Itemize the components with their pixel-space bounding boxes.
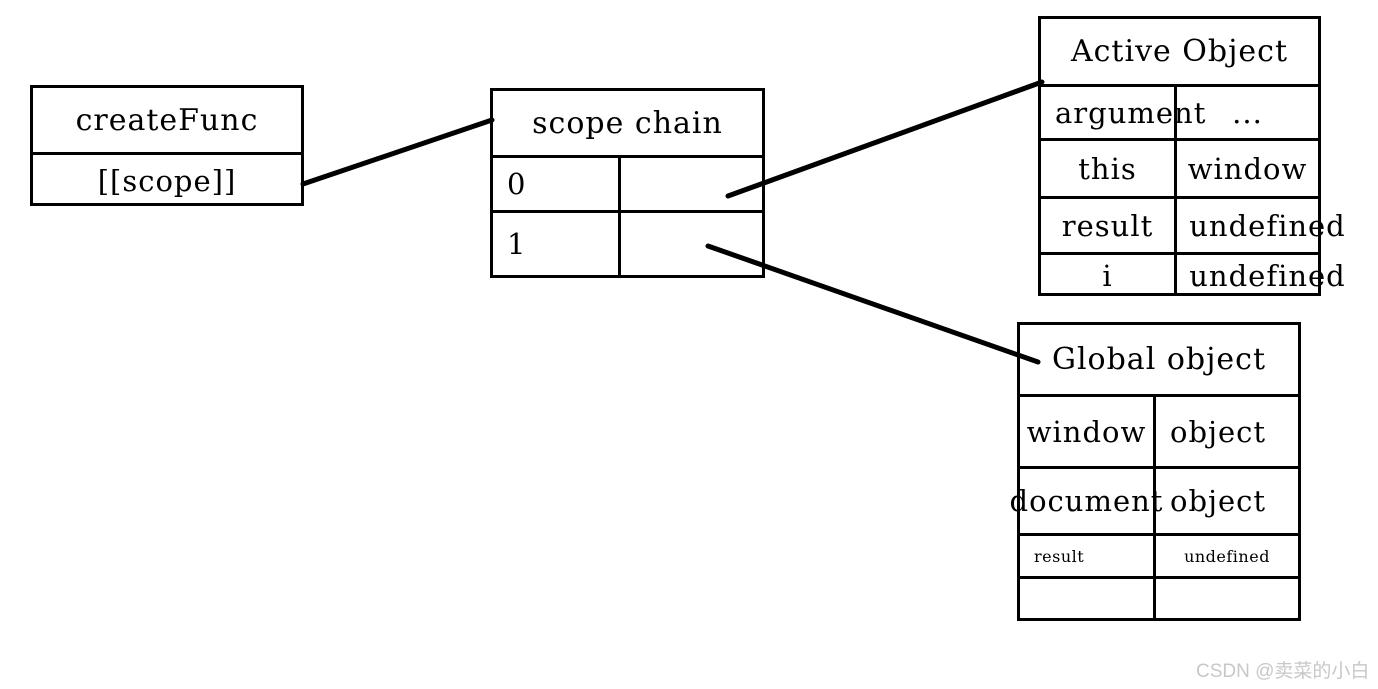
scope-chain-index-1: 1 (493, 213, 621, 275)
global-object-key-window: window (1020, 397, 1156, 466)
function-name-label: createFunc (75, 102, 259, 138)
global-object-value-result: undefined (1184, 546, 1270, 566)
scope-chain-box: scope chain 0 1 (490, 88, 765, 278)
scope-chain-value-1 (621, 213, 762, 275)
scope-property-label: [[scope]] (97, 163, 237, 198)
global-object-row-empty (1020, 576, 1298, 618)
scope-to-chain-line (300, 117, 495, 187)
active-object-value-argument: ... (1232, 95, 1263, 130)
active-object-value-this: window (1187, 151, 1308, 186)
global-object-title-label: Global object (1051, 342, 1267, 377)
active-object-key-argument: argument (1041, 87, 1205, 138)
active-object-title-label: Active Object (1070, 34, 1289, 69)
active-object-header-row: Active Object (1041, 19, 1318, 84)
csdn-watermark: CSDN @卖菜的小白 (1196, 661, 1370, 682)
active-object-row-this: this window (1041, 138, 1318, 196)
global-object-value-document: object (1170, 484, 1267, 518)
global-object-box: Global object window object document obj… (1010, 322, 1301, 621)
active-object-key-this: this (1041, 141, 1177, 196)
scope-chain-row-1: 1 (493, 210, 762, 275)
global-object-row-document: document object (1010, 466, 1298, 533)
active-object-box: Active Object argument ... this window r… (1038, 16, 1345, 296)
global-object-value-empty (1156, 579, 1298, 618)
active-object-row-result: result undefined (1041, 196, 1345, 252)
global-object-row-result: result undefined (1020, 533, 1298, 576)
scope-chain-index-0: 0 (493, 158, 621, 210)
global-object-value-window: object (1170, 414, 1267, 449)
function-box-header-row: createFunc (33, 88, 301, 152)
function-box-scope-row: [[scope]] (33, 152, 301, 206)
chain0-to-active-object-line (725, 79, 1045, 199)
global-object-key-empty (1020, 579, 1156, 618)
active-object-row-i: i undefined (1041, 252, 1345, 296)
scope-chain-value-0 (621, 158, 762, 210)
active-object-row-argument: argument ... (1041, 84, 1318, 138)
active-object-value-i: undefined (1189, 258, 1346, 293)
global-object-key-document: document (1010, 469, 1162, 533)
global-object-row-window: window object (1020, 394, 1298, 466)
global-object-key-result: result (1020, 536, 1156, 576)
active-object-key-result: result (1041, 199, 1177, 252)
scope-chain-header-row: scope chain (493, 91, 762, 155)
global-object-header-row: Global object (1020, 325, 1298, 394)
scope-chain-title-label: scope chain (532, 105, 723, 141)
active-object-key-i: i (1041, 255, 1177, 296)
function-box: createFunc [[scope]] (30, 85, 304, 206)
active-object-value-result: undefined (1189, 208, 1346, 243)
scope-chain-row-0: 0 (493, 155, 762, 210)
